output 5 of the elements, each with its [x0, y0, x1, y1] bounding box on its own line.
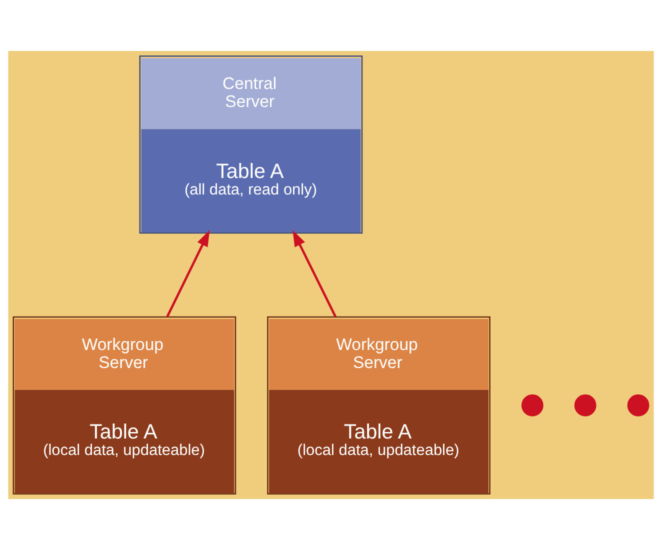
arrow	[292, 230, 337, 318]
node-circle	[521, 394, 544, 416]
arrow	[166, 230, 210, 318]
node-circle	[627, 394, 650, 416]
node-circle	[574, 394, 596, 416]
